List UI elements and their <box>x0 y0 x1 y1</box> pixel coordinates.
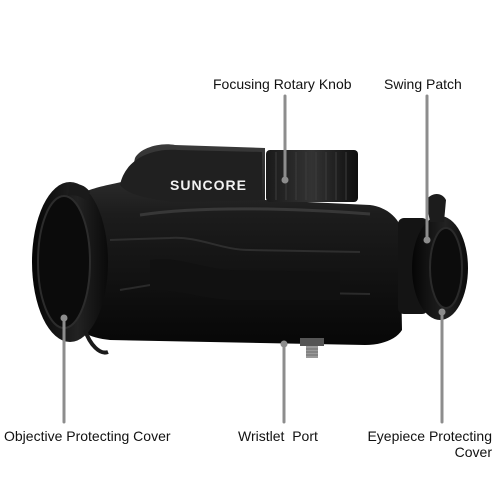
eyepiece <box>398 194 468 320</box>
brand-logo: SUNCORE <box>170 177 247 193</box>
swing-patch <box>426 194 446 222</box>
callout-wristlet-port: Wristlet Port <box>238 428 318 444</box>
callout-swing-patch: Swing Patch <box>384 76 462 92</box>
focusing-knob <box>266 150 358 202</box>
panel-line-upper <box>109 236 361 253</box>
leader-swing-patch-dot <box>423 236 431 244</box>
objective-cover-tab <box>68 183 90 200</box>
leader-focusing-knob-dot <box>281 176 289 184</box>
body-sheen <box>139 207 371 217</box>
leader-eyepiece-cover-dot <box>438 308 446 316</box>
objective-cover <box>32 182 109 355</box>
wristlet-port-screw <box>300 338 324 358</box>
callout-objective-cover: Objective Protecting Cover <box>4 428 171 444</box>
top-hump <box>120 149 262 202</box>
grip-recess <box>150 259 340 300</box>
callout-eyepiece-cover-line1: Eyepiece Protecting <box>367 428 492 444</box>
callout-eyepiece-cover: Eyepiece Protecting Cover <box>367 428 492 460</box>
leader-wristlet-port-dot <box>280 340 288 348</box>
monocular-body <box>68 144 402 345</box>
wrist-strap <box>83 329 109 355</box>
leader-objective-cover-dot <box>60 314 68 322</box>
callout-eyepiece-cover-line2: Cover <box>454 444 492 460</box>
leader-lines <box>60 94 446 424</box>
callout-focusing-knob: Focusing Rotary Knob <box>213 76 352 92</box>
